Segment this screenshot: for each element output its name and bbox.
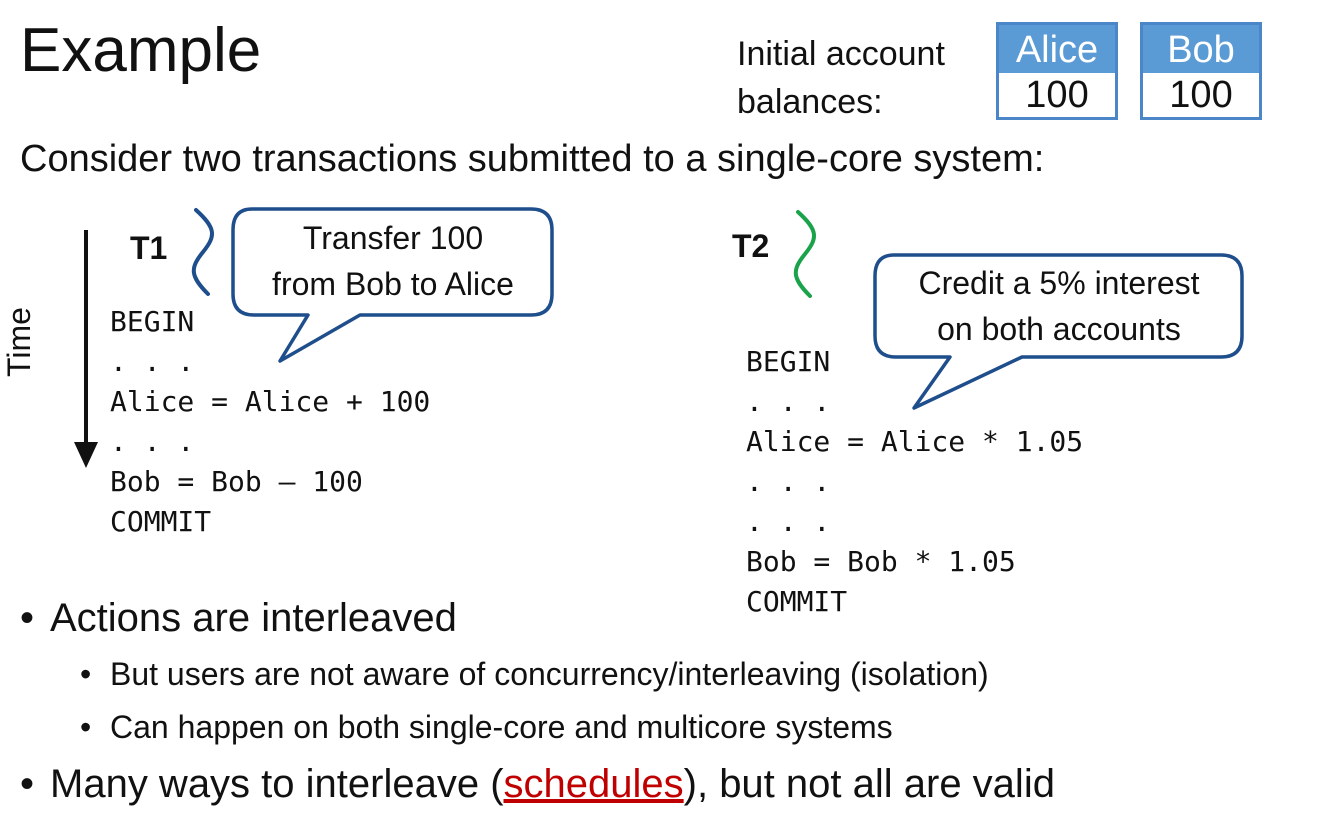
t1-code-block: BEGIN . . . Alice = Alice + 100 . . . Bo… <box>110 302 430 542</box>
t2-callout-bubble <box>873 253 1244 410</box>
alice-account-box: Alice 100 <box>996 22 1118 120</box>
time-label: Time <box>1 307 37 377</box>
t1-callout-text: Transfer 100 from Bob to Alice <box>272 220 514 302</box>
t2-label: T2 <box>732 228 770 264</box>
t1-code-line: Alice = Alice + 100 <box>110 385 431 418</box>
bullet-many-ways: • Many ways to interleave ( schedules ),… <box>20 760 1055 808</box>
t2-code-line: . . . <box>746 465 831 498</box>
bullet-text-post: ), but not all are valid <box>683 762 1055 806</box>
t2-code-line: . . . <box>746 505 831 538</box>
t1-code-line: . . . <box>110 425 195 458</box>
t2-code-block: BEGIN . . . Alice = Alice * 1.05 . . . .… <box>746 342 1083 622</box>
bullet-dot-icon: • <box>20 762 35 806</box>
alice-account-balance: 100 <box>1025 74 1089 116</box>
bob-account-box: Bob 100 <box>1140 22 1262 120</box>
t2-code-line: . . . <box>746 385 831 418</box>
bullet-dot-icon: • <box>80 709 92 745</box>
t2-callout-text: Credit a 5% interest on both accounts <box>918 265 1200 347</box>
t1-code-line: . . . <box>110 345 195 378</box>
t1-code-line: COMMIT <box>110 505 212 538</box>
time-arrow <box>74 230 98 468</box>
t1-callout-bubble <box>231 207 554 363</box>
bullet-actions-interleaved: • Actions are interleaved <box>20 594 457 642</box>
sub-bullet-isolation: • But users are not aware of concurrency… <box>80 655 989 693</box>
bob-account-name: Bob <box>1143 25 1259 73</box>
bullet-dot-icon: • <box>20 596 35 640</box>
t1-code-line: BEGIN <box>110 305 195 338</box>
sub-bullet-text: Can happen on both single-core and multi… <box>110 709 893 745</box>
t2-thread-squiggle-icon <box>793 210 816 298</box>
sub-bullet-text: But users are not aware of concurrency/i… <box>110 656 989 692</box>
t2-code-line: BEGIN <box>746 345 831 378</box>
t1-code-line: Bob = Bob – 100 <box>110 465 363 498</box>
t2-code-line: Bob = Bob * 1.05 <box>746 545 1016 578</box>
alice-account-name: Alice <box>999 25 1115 73</box>
bullet-dot-icon: • <box>80 656 92 692</box>
t2-code-line: COMMIT <box>746 585 848 618</box>
bullet-text-pre: Many ways to interleave ( <box>50 762 504 806</box>
sub-bullet-single-multicore: • Can happen on both single-core and mul… <box>80 708 893 746</box>
t1-thread-squiggle-icon <box>191 208 214 296</box>
initial-balances-text: Initial account balances: <box>737 35 945 121</box>
schedules-link[interactable]: schedules <box>503 762 684 806</box>
bob-account-balance: 100 <box>1169 74 1233 116</box>
bullet-text: Actions are interleaved <box>50 596 457 640</box>
initial-balances-label: Initial account balances: <box>737 30 977 126</box>
t1-label: T1 <box>130 230 168 266</box>
t2-code-line: Alice = Alice * 1.05 <box>746 425 1084 458</box>
slide-title: Example <box>20 16 262 85</box>
slide-subtitle: Consider two transactions submitted to a… <box>20 138 1045 180</box>
